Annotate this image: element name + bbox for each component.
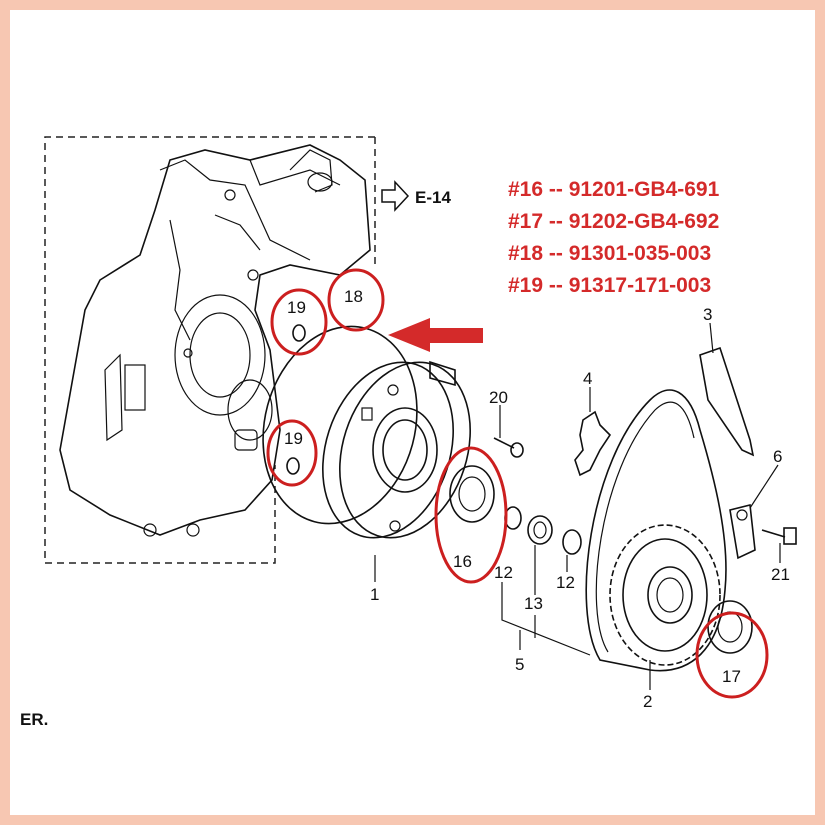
callouts: 1 2 3 4 5 6 12 12 13 16 17 18 19 19 20 2… <box>284 287 790 711</box>
highlight-circle-18 <box>327 268 385 332</box>
callout-21: 21 <box>771 565 790 584</box>
highlight-circle-19a <box>270 288 328 356</box>
callout-19a: 19 <box>287 298 306 317</box>
o-ring-19b <box>286 457 300 475</box>
highlight-circle-17 <box>695 611 769 699</box>
callout-13: 13 <box>524 594 543 613</box>
o-ring-19a <box>292 324 306 342</box>
highlight-circle-16 <box>434 446 508 584</box>
oil-seal-16 <box>449 465 495 523</box>
callout-12a: 12 <box>494 563 513 582</box>
part-number-19: #19 -- 91317-171-003 <box>508 274 711 297</box>
collar-12b <box>562 529 582 555</box>
callout-5: 5 <box>515 655 524 674</box>
reference-label: E-14 <box>415 188 451 207</box>
part-number-17: #17 -- 91202-GB4-692 <box>508 210 719 233</box>
callout-3: 3 <box>703 305 712 324</box>
red-arrow-left-icon <box>388 318 483 352</box>
callout-1: 1 <box>370 585 379 604</box>
callout-17: 17 <box>722 667 741 686</box>
callout-2: 2 <box>643 692 652 711</box>
needle-bearing-13 <box>527 515 553 545</box>
callout-16: 16 <box>453 552 472 571</box>
reference-arrow: E-14 <box>381 180 451 212</box>
part-number-list: #16 -- 91201-GB4-691 #17 -- 91202-GB4-69… <box>508 178 720 297</box>
gasket-18 <box>262 325 418 525</box>
chain-slipper-4 <box>574 410 612 477</box>
part-number-18: #18 -- 91301-035-003 <box>508 242 711 265</box>
callout-18: 18 <box>344 287 363 306</box>
bolt-20 <box>493 437 524 458</box>
parts-diagram: E-14 #16 -- 91201-GB4-691 #17 -- 91202-G… <box>20 136 797 729</box>
sprocket-2 <box>609 524 721 666</box>
case-boundary-dashed <box>44 136 375 564</box>
highlight-circles <box>266 268 769 699</box>
chain-guide-3 <box>699 346 755 457</box>
callout-6: 6 <box>773 447 782 466</box>
callout-4: 4 <box>583 369 592 388</box>
callout-20: 20 <box>489 388 508 407</box>
bolt-21 <box>761 527 797 545</box>
callout-19b: 19 <box>284 429 303 448</box>
highlight-circle-19b <box>266 419 318 487</box>
outline-arrow-right-icon <box>381 180 410 212</box>
callout-12b: 12 <box>556 573 575 592</box>
plate-6 <box>729 504 756 560</box>
part-number-16: #16 -- 91201-GB4-691 <box>508 178 720 201</box>
edge-text-fragment: ER. <box>20 710 48 729</box>
leader-lines <box>374 322 781 690</box>
drive-chain <box>585 389 727 672</box>
